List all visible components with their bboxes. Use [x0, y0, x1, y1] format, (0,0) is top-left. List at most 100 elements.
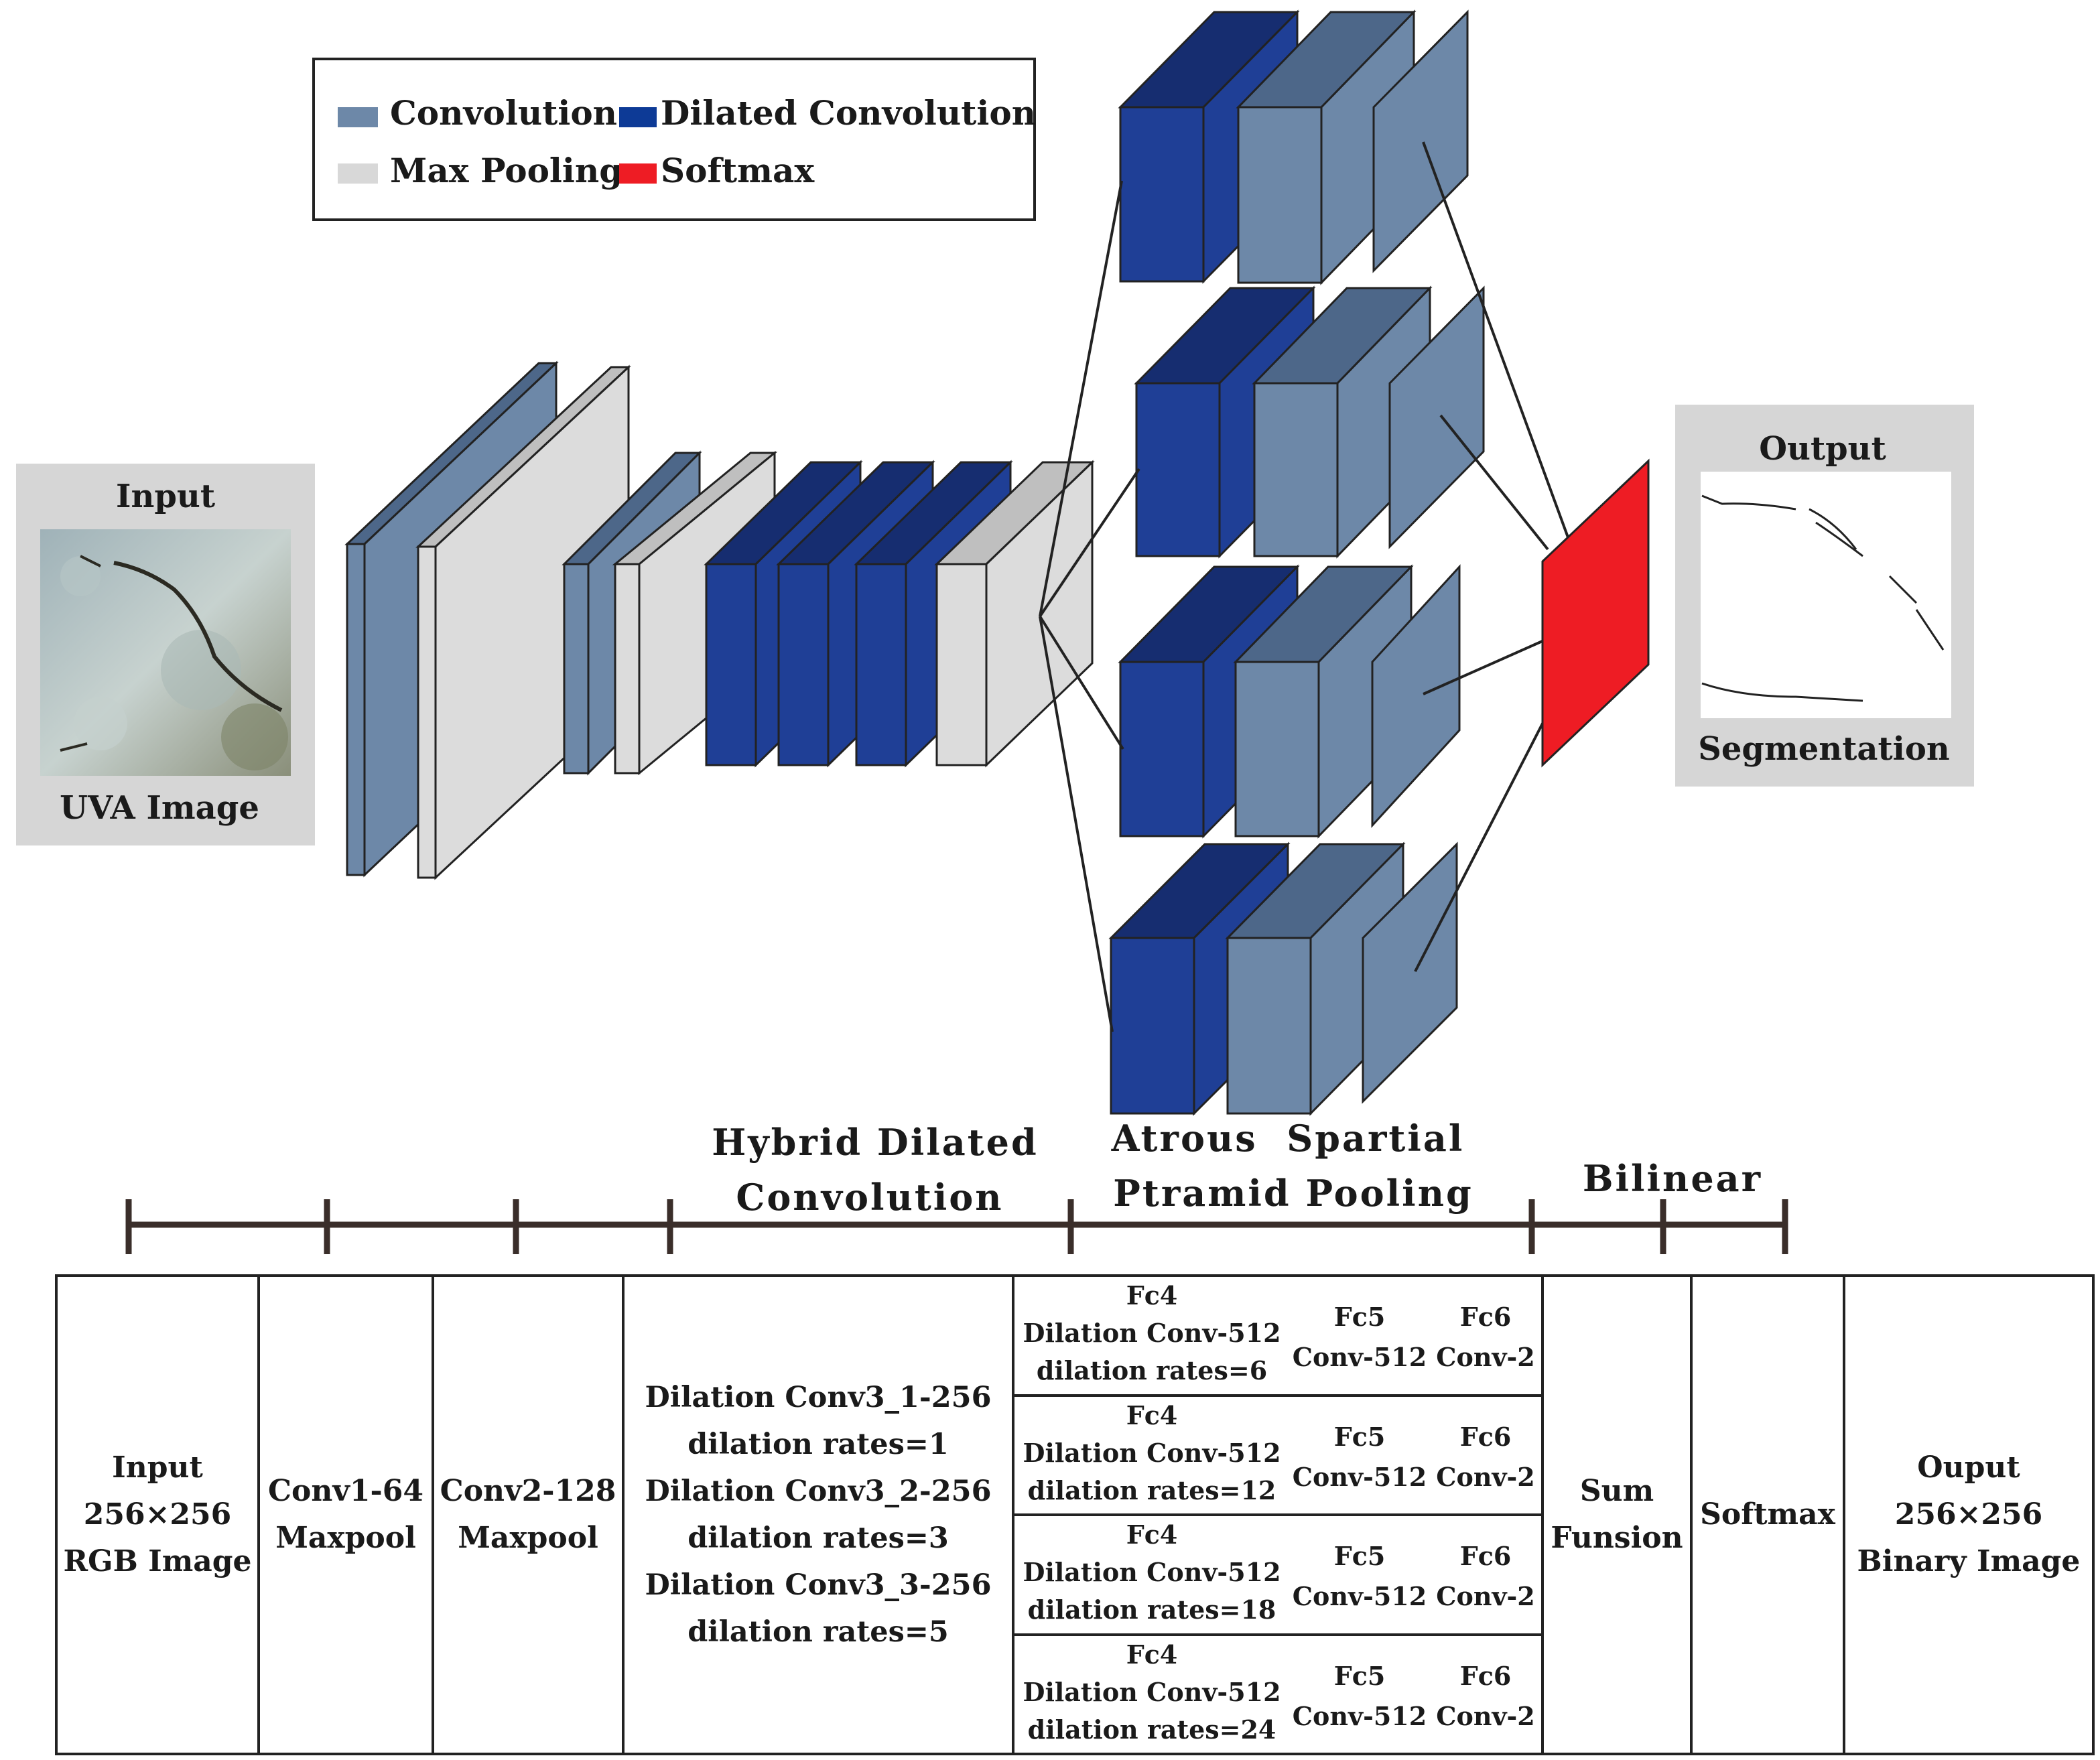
hdc-line-4: dilation rates=3 — [687, 1521, 949, 1555]
table-cell-softmax: Softmax — [1690, 1274, 1845, 1755]
input-panel: Input UVA Image — [16, 464, 315, 845]
aspp-conv2-block-side — [1371, 564, 1461, 828]
sum-line-2: Funsion — [1551, 1521, 1683, 1555]
aspp-fc6: Fc6 — [1459, 1421, 1512, 1452]
aspp-conv-block — [1236, 9, 1417, 285]
table-cell-sum: Sum Funsion — [1541, 1274, 1693, 1755]
conv1-line-1: Conv1-64 — [267, 1474, 424, 1508]
aspp-conv-block — [1233, 564, 1414, 839]
table-cell-output: Ouput 256×256 Binary Image — [1843, 1274, 2095, 1755]
legend-label-dilated-convolution: Dilated Convolution — [661, 93, 1036, 133]
aspp-fc6-conv: Conv-2 — [1436, 1581, 1535, 1611]
aspp-conv2-block — [1388, 285, 1485, 549]
legend-swatch-softmax — [619, 163, 657, 184]
aspp-fc4-conv: Dilation Conv-512 — [1023, 1318, 1281, 1348]
aspp-fc5: Fc5 — [1333, 1660, 1386, 1691]
input-line-2: 256×256 — [83, 1497, 232, 1532]
aspp-fc6: Fc6 — [1459, 1541, 1512, 1571]
hdc-line-2: dilation rates=1 — [687, 1428, 949, 1461]
aspp-dilated-block-front — [1119, 661, 1205, 837]
output-panel: Output Segmentation — [1675, 405, 1974, 787]
maxpool3-block-front — [935, 563, 988, 766]
aspp-conv-block-front — [1253, 382, 1339, 557]
aspp-conv2-block — [1371, 564, 1461, 828]
conv1-line-2: Maxpool — [275, 1521, 416, 1555]
legend-label-convolution: Convolution — [390, 93, 617, 133]
hdc-line-1: Dilation Conv3_1-256 — [645, 1381, 992, 1414]
aspp-fc6-conv: Conv-2 — [1436, 1461, 1535, 1492]
legend-label-max-pooling: Max Pooling — [390, 151, 622, 190]
stage-label-aspp-line1: Atrous Spartial — [1111, 1117, 1465, 1160]
network-blocks — [344, 9, 1485, 1116]
conv1-block-front — [346, 543, 366, 876]
output-panel-caption: Segmentation — [1698, 730, 1950, 768]
maxpool1-block-front — [417, 545, 437, 879]
table-cell-conv1: Conv1-64 Maxpool — [257, 1274, 434, 1755]
output-line-3: Binary Image — [1857, 1544, 2081, 1578]
connection-line — [1039, 180, 1123, 617]
aspp-rate: dilation rates=6 — [1036, 1355, 1268, 1385]
output-line-2: 256×256 — [1894, 1497, 2043, 1532]
maxpool2-block-front — [614, 563, 641, 774]
connection-line — [1039, 468, 1140, 618]
stage-label-hdc-line2: Convolution — [736, 1176, 1003, 1219]
softmax-block — [1541, 458, 1650, 768]
aspp-conv-block-front — [1226, 937, 1312, 1115]
legend-label-softmax: Softmax — [661, 151, 815, 190]
aspp-conv2-block-side — [1388, 285, 1485, 549]
aspp-fc4: Fc4 — [1126, 1280, 1178, 1310]
hdc-line-5: Dilation Conv3_3-256 — [645, 1568, 992, 1602]
legend-swatch-max-pooling — [338, 163, 378, 184]
legend-swatch-dilated-convolution — [619, 107, 657, 127]
aspp-fc4: Fc4 — [1126, 1639, 1178, 1670]
connection-line — [1422, 141, 1569, 538]
stage-label-hdc-line1: Hybrid Dilated — [712, 1121, 1039, 1164]
aspp-fc4: Fc4 — [1126, 1400, 1178, 1430]
aspp-conv-block-front — [1234, 661, 1320, 837]
sum-line-1: Sum — [1579, 1474, 1654, 1508]
aspp-fc6: Fc6 — [1459, 1302, 1512, 1332]
dilated-conv-block-front — [777, 563, 830, 766]
hdc-line-3: Dilation Conv3_2-256 — [645, 1475, 992, 1508]
connection-line — [1039, 616, 1114, 1032]
aspp-conv2-block-side — [1362, 841, 1458, 1104]
aspp-fc5-conv: Conv-512 — [1292, 1342, 1427, 1372]
aspp-fc4-conv: Dilation Conv-512 — [1023, 1557, 1281, 1587]
aspp-fc5-conv: Conv-512 — [1292, 1700, 1427, 1731]
segmentation-image — [1701, 472, 1951, 718]
aspp-dilated-block-front — [1119, 106, 1205, 283]
aspp-rate: dilation rates=24 — [1027, 1714, 1276, 1745]
legend-swatch-convolution — [338, 107, 378, 127]
input-line-3: RGB Image — [63, 1544, 252, 1578]
aspp-fc5: Fc5 — [1333, 1421, 1386, 1452]
conv2-line-2: Maxpool — [458, 1521, 598, 1555]
aspp-dilated-block-front — [1135, 382, 1221, 557]
aspp-conv2-block — [1372, 9, 1469, 273]
aspp-conv2-block-side — [1372, 9, 1469, 273]
softmax-line: Softmax — [1700, 1497, 1835, 1532]
segmentation-cracks — [1701, 494, 1945, 702]
output-panel-title: Output — [1759, 430, 1886, 468]
connection-line — [1414, 720, 1545, 972]
aspp-fc6-conv: Conv-2 — [1436, 1700, 1535, 1731]
input-panel-title: Input — [116, 478, 215, 515]
connection-line — [1423, 639, 1545, 695]
aspp-fc5-conv: Conv-512 — [1292, 1581, 1427, 1611]
